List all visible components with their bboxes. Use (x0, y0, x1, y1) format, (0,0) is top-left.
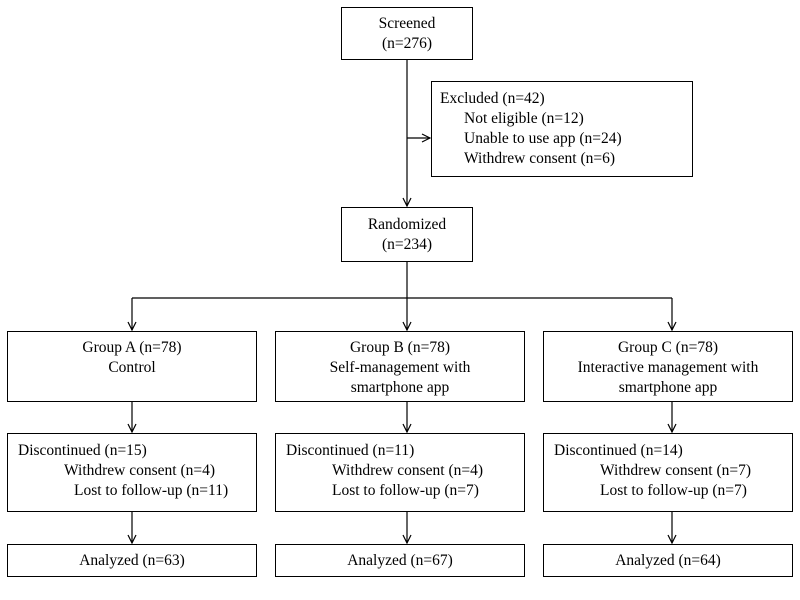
group-a-description: Control (108, 359, 156, 376)
group-b-description-line-2: smartphone app (350, 379, 450, 396)
screened-count: (n=276) (381, 35, 433, 52)
group-a-analyzed: Analyzed (n=63) (79, 552, 185, 569)
group-b-box: Group B (n=78) Self-management with smar… (275, 331, 525, 402)
randomized-box: Randomized (n=234) (341, 207, 473, 262)
group-c-withdrew-consent: Withdrew consent (n=7) (600, 462, 752, 479)
group-c-discontinued-title: Discontinued (n=14) (554, 442, 683, 459)
group-c-analyzed: Analyzed (n=64) (615, 552, 721, 569)
group-a-box: Group A (n=78) Control (7, 331, 257, 402)
group-a-title: Group A (n=78) (82, 339, 182, 356)
group-b-analyzed-box: Analyzed (n=67) (275, 544, 525, 577)
screened-title: Screened (378, 15, 436, 32)
group-b-lost-to-follow-up: Lost to follow-up (n=7) (332, 482, 479, 499)
group-a-withdrew-consent: Withdrew consent (n=4) (64, 462, 216, 479)
group-a-lost-to-follow-up: Lost to follow-up (n=11) (74, 482, 229, 499)
group-a-discontinued-title: Discontinued (n=15) (18, 442, 147, 459)
group-c-lost-to-follow-up: Lost to follow-up (n=7) (600, 482, 747, 499)
group-b-discontinued-title: Discontinued (n=11) (286, 442, 415, 459)
group-b-discontinued-box: Discontinued (n=11) Withdrew consent (n=… (275, 433, 525, 512)
group-b-title: Group B (n=78) (349, 339, 450, 356)
randomized-count: (n=234) (381, 236, 433, 253)
screened-box: Screened (n=276) (341, 7, 473, 60)
group-a-discontinued-box: Discontinued (n=15) Withdrew consent (n=… (7, 433, 257, 512)
excluded-title: Excluded (n=42) (440, 90, 545, 107)
excluded-reason-withdrew-consent: Withdrew consent (n=6) (464, 150, 616, 167)
group-c-description-line-1: Interactive management with (577, 359, 759, 376)
excluded-box: Excluded (n=42) Not eligible (n=12) Unab… (431, 81, 693, 177)
group-a-analyzed-box: Analyzed (n=63) (7, 544, 257, 577)
group-c-analyzed-box: Analyzed (n=64) (543, 544, 793, 577)
excluded-reason-unable-to-use-app: Unable to use app (n=24) (464, 130, 622, 147)
group-c-description-line-2: smartphone app (618, 379, 718, 396)
group-b-description-line-1: Self-management with (329, 359, 471, 376)
group-b-analyzed: Analyzed (n=67) (347, 552, 453, 569)
group-c-discontinued-box: Discontinued (n=14) Withdrew consent (n=… (543, 433, 793, 512)
group-b-withdrew-consent: Withdrew consent (n=4) (332, 462, 484, 479)
group-c-title: Group C (n=78) (617, 339, 718, 356)
excluded-reason-not-eligible: Not eligible (n=12) (464, 110, 584, 127)
randomized-title: Randomized (367, 216, 447, 233)
group-c-box: Group C (n=78) Interactive management wi… (543, 331, 793, 402)
